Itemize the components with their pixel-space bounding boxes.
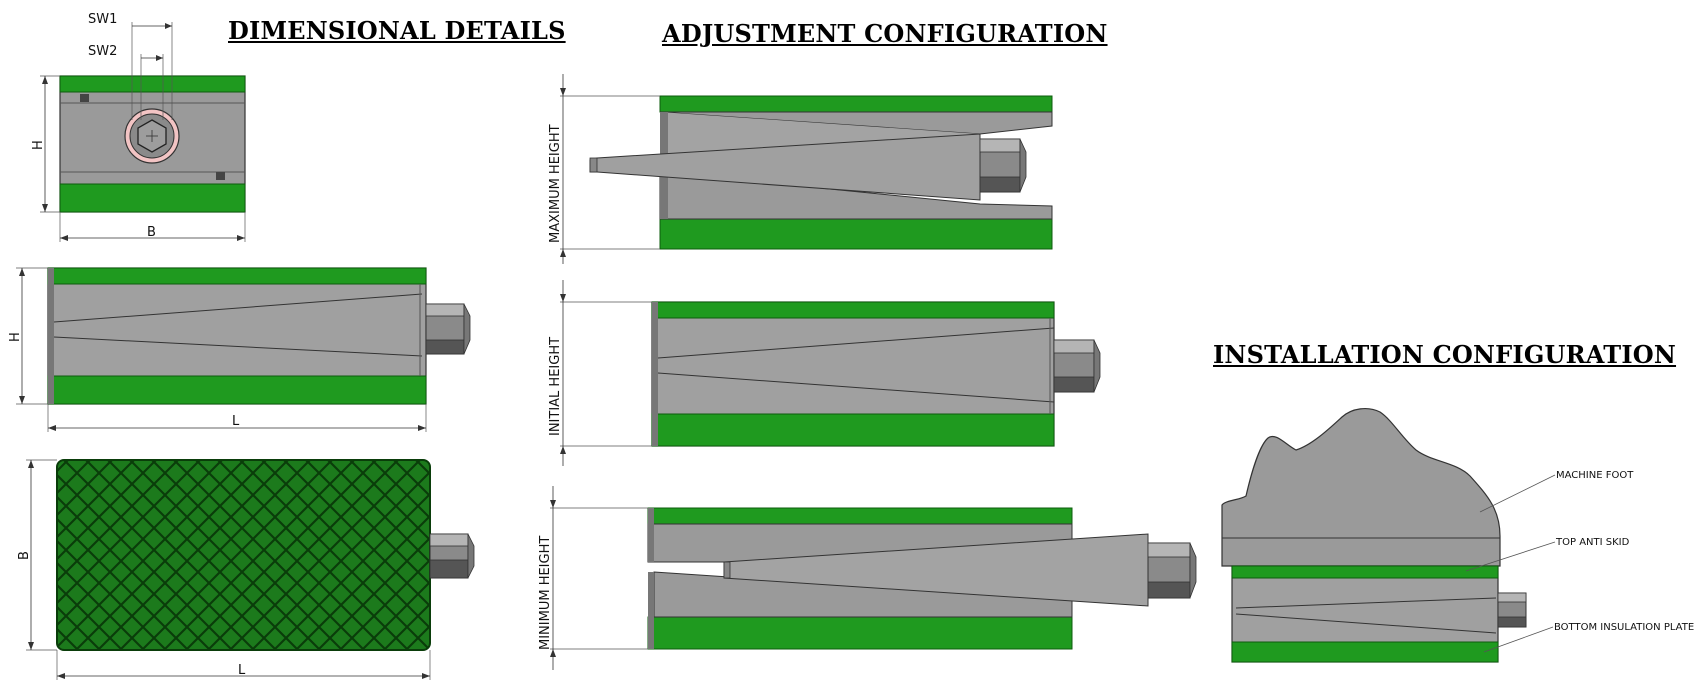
initial-height-view: INITIAL HEIGHT bbox=[548, 280, 1101, 466]
minimum-height-label: MINIMUM HEIGHT bbox=[538, 536, 553, 650]
bolt-head-icon bbox=[979, 138, 1027, 193]
adjustment-configuration-heading: ADJUSTMENT CONFIGURATION bbox=[662, 19, 1108, 48]
bolt-head-icon bbox=[425, 303, 471, 355]
maximum-height-view: MAXIMUM HEIGHT bbox=[548, 74, 1053, 264]
top-anti-skid-label: TOP ANTI SKID bbox=[1555, 537, 1630, 548]
bottom-insulation-plate-label: BOTTOM INSULATION PLATE bbox=[1554, 622, 1694, 633]
machine-foot bbox=[1221, 407, 1501, 567]
side-view: H L bbox=[8, 267, 471, 432]
bolt-head-icon bbox=[1147, 542, 1197, 599]
h-front-label: H bbox=[31, 140, 46, 150]
dimensional-details-heading: DIMENSIONAL DETAILS bbox=[228, 16, 566, 45]
bolt-head-icon bbox=[1497, 592, 1527, 628]
front-view: SW1 SW2 H B bbox=[31, 12, 246, 242]
minimum-height-view: MINIMUM HEIGHT bbox=[538, 486, 1197, 670]
installation-configuration-heading: INSTALLATION CONFIGURATION bbox=[1213, 340, 1677, 369]
bolt-head-icon bbox=[429, 533, 475, 579]
bolt-head-icon bbox=[1053, 339, 1101, 393]
h-side-label: H bbox=[8, 332, 23, 342]
sw2-label: SW2 bbox=[88, 44, 117, 59]
knurled-surface bbox=[56, 459, 431, 651]
initial-height-label: INITIAL HEIGHT bbox=[548, 337, 563, 436]
installation-view: MACHINE FOOT TOP ANTI SKID BOTTOM INSULA… bbox=[1221, 407, 1694, 663]
top-view: B L bbox=[17, 459, 475, 680]
l-top-label: L bbox=[238, 663, 246, 678]
sw1-label: SW1 bbox=[88, 12, 117, 27]
b-top-label: B bbox=[17, 551, 32, 560]
b-front-label: B bbox=[147, 225, 156, 240]
maximum-height-label: MAXIMUM HEIGHT bbox=[548, 124, 563, 243]
l-side-label: L bbox=[232, 414, 240, 429]
machine-foot-label: MACHINE FOOT bbox=[1556, 470, 1634, 481]
